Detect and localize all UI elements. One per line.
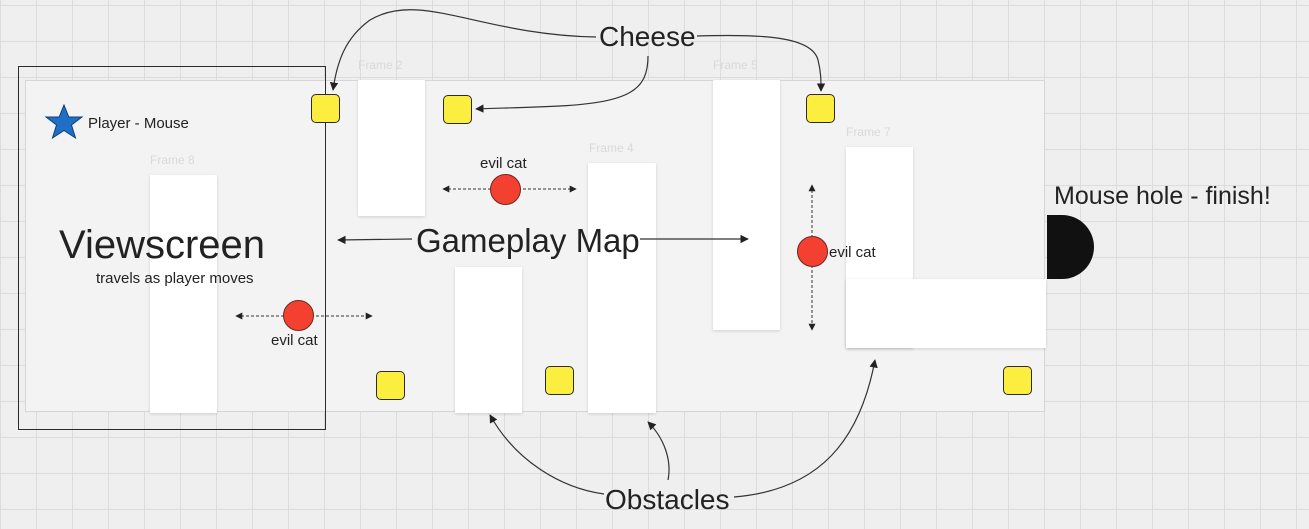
evil-cat-1 <box>490 174 521 205</box>
player-label: Player - Mouse <box>88 115 189 132</box>
cheese-2 <box>443 95 472 124</box>
evil-cat-label-3: evil cat <box>829 244 876 261</box>
obstacle-connector-2 <box>647 421 670 481</box>
cheese-3 <box>806 94 835 123</box>
cheese-connector-1 <box>329 9 597 91</box>
frame-label-8: Frame 8 <box>150 153 195 167</box>
viewscreen-frame <box>18 66 326 430</box>
frame-label-7: Frame 7 <box>846 125 891 139</box>
obstacles-label: Obstacles <box>605 484 730 515</box>
mouse-hole <box>1047 215 1094 279</box>
cheese-5 <box>545 366 574 395</box>
finish-label: Mouse hole - finish! <box>1054 182 1271 210</box>
evil-cat-2 <box>283 300 314 331</box>
cheese-6 <box>1003 366 1032 395</box>
frame-label-2: Frame 2 <box>358 58 403 72</box>
obstacle-frame-4 <box>588 163 656 413</box>
obstacle-l-base <box>846 279 1046 348</box>
frame-label-5: Frame 5 <box>713 58 758 72</box>
evil-cat-3 <box>797 236 828 267</box>
obstacle-frame-8 <box>150 175 217 413</box>
cheese-1 <box>311 94 340 123</box>
evil-cat-label-2: evil cat <box>271 332 318 349</box>
frame-label-4: Frame 4 <box>589 141 634 155</box>
cheese-label: Cheese <box>599 21 696 52</box>
obstacle-frame-2 <box>358 80 425 216</box>
viewscreen-title: Viewscreen <box>59 223 266 267</box>
evil-cat-label-1: evil cat <box>480 155 527 172</box>
obstacle-bottom <box>455 267 522 413</box>
cheese-4 <box>376 371 405 400</box>
obstacle-connector-1 <box>489 414 605 495</box>
obstacle-frame-5 <box>713 80 780 330</box>
gameplay-map-label: Gameplay Map <box>416 222 640 259</box>
viewscreen-subtitle: travels as player moves <box>96 270 254 287</box>
